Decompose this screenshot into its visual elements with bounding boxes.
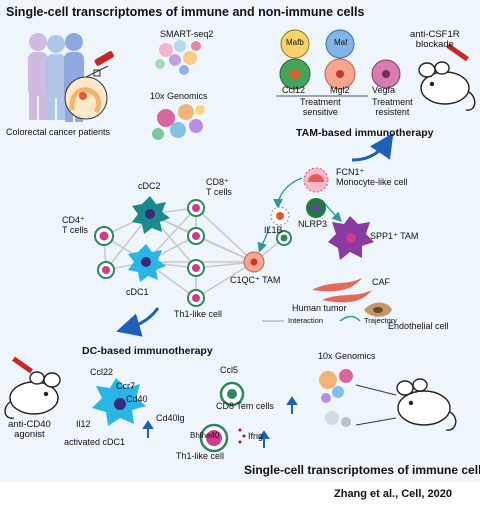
mouse-icon-bottom-right: [396, 378, 457, 431]
tam-gene-mgl2: Mgl2: [330, 85, 350, 95]
genomics-label-top: 10x Genomics: [150, 91, 208, 101]
dc-gene-cd40lg: Cd40lg: [156, 413, 185, 423]
treatment-resistent-label: Treatment resistent: [372, 97, 413, 117]
cd8-tem-label: CD8 Tem cells: [216, 401, 274, 411]
ifng-label: Ifng: [248, 431, 264, 441]
legend-trajectory: Trajectory: [364, 316, 398, 325]
spp1-label: SPP1⁺ TAM: [370, 231, 419, 241]
tam-section-title: TAM-based immunotherapy: [296, 127, 434, 139]
tam-gene-mafb: Mafb: [286, 38, 304, 47]
teal-node: [276, 230, 292, 246]
dc-gene-ccl22: Ccl22: [90, 367, 114, 377]
genomics-tsne-plot-bottom: [319, 369, 353, 427]
fcn1-node: [303, 167, 329, 193]
top-title: Single-cell transcriptomes of immune and…: [6, 5, 365, 19]
treatment-sensitive-label: Treatment sensitive: [300, 97, 341, 117]
cd8-label: CD8⁺ T cells: [206, 177, 232, 197]
dc-section-title: DC-based immunotherapy: [82, 345, 213, 357]
upregulation-arrows: [142, 396, 298, 448]
cdc1-label: cDC1: [126, 287, 149, 297]
cdc2-node: [132, 196, 170, 234]
cd4-label: CD4⁺ T cells: [62, 215, 88, 235]
il1b-label: IL1B: [264, 225, 283, 235]
dc-gene-cd40: Cd40: [126, 394, 148, 404]
th1-cell: [199, 423, 229, 453]
citation: Zhang et al., Cell, 2020: [334, 488, 452, 500]
caf-node: [312, 278, 372, 303]
tam-cells: [279, 29, 401, 90]
ifng-dots: [238, 428, 246, 444]
dc-therapy-arrow: [116, 307, 160, 337]
il1b-node: [270, 206, 290, 226]
c1qc-label: C1QC⁺ TAM: [230, 275, 281, 285]
tam-gene-maf: Maf: [334, 38, 348, 47]
legend-interaction: Interaction: [288, 316, 324, 325]
endothelial-label: Endothelial cell: [388, 321, 449, 331]
dc-gene-ccr7: Ccr7: [116, 381, 136, 391]
colon-inset: [64, 76, 108, 120]
patients-label: Colorectal cancer patients: [6, 127, 111, 137]
genomics-label-bottom: 10x Genomics: [318, 351, 376, 361]
endothelial-node: [364, 302, 392, 317]
legend: [262, 315, 361, 322]
anti-cd40-label: anti-CD40 agonist: [8, 419, 51, 441]
dc-th1-label: Th1-like cell: [176, 451, 225, 461]
smartseq-label: SMART-seq2: [160, 29, 214, 39]
sample-tube-icon: [94, 51, 114, 66]
legend-title: Human tumor: [292, 303, 347, 313]
c1qc-tam-node: [243, 251, 265, 273]
anti-csf1r-label: anti-CSF1R blockade: [410, 29, 460, 51]
nlrp3-node: [306, 198, 326, 218]
tam-gene-ccl12: Ccl12: [282, 85, 306, 95]
network-nodes: [94, 167, 392, 317]
cd8-tem-cell: [219, 381, 245, 407]
cdc1-node: [128, 244, 166, 282]
cd4-node: [94, 226, 114, 246]
mouse-icon-bottom-left: [4, 371, 61, 419]
activated-cdc1-label: activated cDC1: [64, 437, 126, 447]
smartseq-tsne-plot: [155, 40, 201, 75]
spp1-tam-node: [328, 216, 374, 260]
th1-label: Th1-like cell: [174, 309, 223, 319]
syringe-icon-top: [446, 43, 469, 62]
genomics-tsne-plot-top: [152, 104, 205, 140]
tam-gene-vegfa: Vegfa: [372, 85, 396, 95]
dc-gene-il12: Il12: [76, 419, 91, 429]
syringe-icon-bottom: [12, 356, 33, 374]
t-cell-nodes: [97, 199, 205, 307]
bottom-title: Single-cell transcriptomes of immune cel…: [244, 463, 480, 477]
fcn1-label: FCN1⁺ Monocyte-like cell: [336, 167, 408, 187]
tam-therapy-arrow: [351, 133, 394, 162]
ccl5-label: Ccl5: [220, 365, 239, 375]
activated-cdc1-cell: [92, 378, 146, 426]
footer: [0, 482, 480, 506]
caf-label: CAF: [372, 277, 390, 287]
bhlhe40-label: Bhlhe40: [190, 431, 220, 440]
interaction-network: [103, 207, 285, 299]
patient-silhouettes: [28, 33, 114, 122]
mouse-icon-top: [418, 61, 476, 111]
cdc2-label: cDC2: [138, 181, 161, 191]
nlrp3-label: NLRP3: [298, 219, 328, 229]
